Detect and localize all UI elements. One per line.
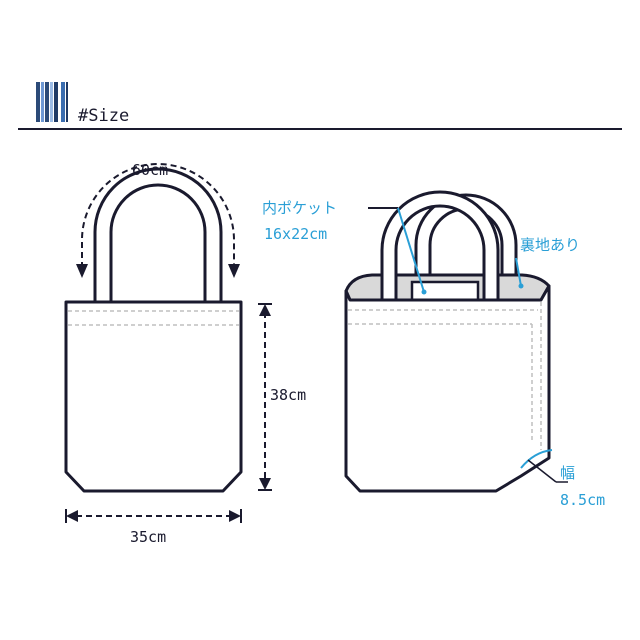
side-bag-body [344, 284, 551, 493]
front-bag-handle [93, 167, 223, 304]
handle-arrow-head-left [76, 264, 88, 278]
lining-callout-pointer [515, 257, 522, 287]
pocket-callout-pointer [397, 207, 425, 293]
pocket-callout-dot [421, 289, 427, 295]
handle-length-label: 60cm [132, 161, 168, 179]
stripe-logo [36, 82, 68, 122]
lining-label: 裏地あり [520, 236, 580, 254]
gusset-callout-leader [527, 459, 557, 483]
width-label: 35cm [130, 528, 166, 546]
front-bag: 60cm 38cm 35cm [64, 161, 306, 546]
height-arrow-top [259, 304, 271, 316]
handle-arrow-head-right [228, 264, 240, 278]
gusset-curve [520, 449, 553, 469]
header-title: #Size [78, 106, 129, 126]
header: #Size [18, 82, 622, 130]
pocket-label: 内ポケット [262, 199, 337, 217]
width-arrow-left [66, 510, 78, 522]
gusset-size-label: 8.5cm [560, 491, 605, 509]
width-arrow-right [229, 510, 241, 522]
height-arrow-bottom [259, 478, 271, 490]
side-bag: 内ポケット 16x22cm 裏地あり 幅 8.5cm [262, 190, 605, 509]
side-bag-front-handle [380, 190, 500, 302]
height-label: 38cm [270, 386, 306, 404]
front-bag-body [64, 300, 243, 493]
gusset-label: 幅 [560, 464, 575, 482]
lining-callout-dot [518, 283, 524, 289]
pocket-size-label: 16x22cm [264, 225, 327, 243]
